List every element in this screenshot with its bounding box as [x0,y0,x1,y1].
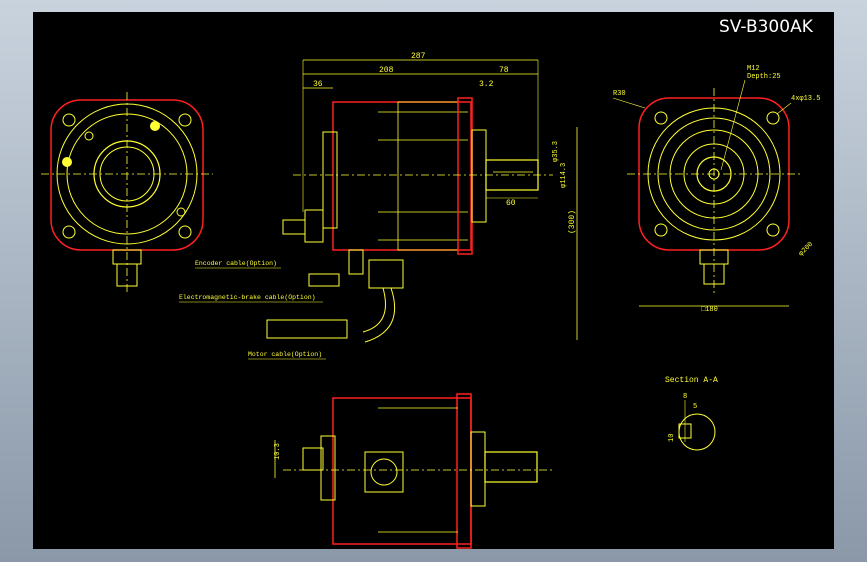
front-view: M12 Depth:25 R30 4xφ13.5 φ200 □180 [612,65,820,314]
plan-motor-connector [364,451,404,493]
rear-hole-tr [178,113,192,127]
rear-screw-2 [176,207,186,217]
dim-step: 3.2 [479,80,494,89]
plan-connector-face [370,458,398,486]
rear-view [41,92,213,294]
dim-body: 208 [379,66,394,75]
dim-corner-r: R30 [613,90,626,98]
section-dim-5: 5 [693,403,697,411]
plan-encoder-plug [302,447,324,471]
spigot [471,129,487,223]
dim-depth: Depth:25 [747,73,781,81]
leader-thread [720,79,746,171]
rear-hole-tl [62,113,76,127]
section-dim-8: 8 [683,393,687,401]
plan-view: 10.3 [274,393,553,549]
flange [457,97,473,255]
label-encoder-cable: Encoder cable(Option) [195,260,277,267]
dim-overall: 287 [411,52,426,61]
dim-holes: 4xφ13.5 [791,95,820,103]
cad-drawing: SV-B300AK 287 208 78 36 3.2 [41,17,820,549]
dim-spigot-dia: φ114.3 [560,163,568,188]
rear-terminal-2 [150,121,160,131]
side-view: 287 208 78 36 3.2 φ35.3 φ114.3 60 (300) [179,52,578,360]
dim-pcd: φ200 [797,241,815,259]
front-spigot-ring [657,117,771,231]
brake-cable [308,273,340,287]
plan-encoder-cover [320,435,336,501]
dim-shaft-dia: φ35.3 [552,141,560,162]
dim-keyway: 60 [506,199,516,208]
rear-terminal-1 [62,157,72,167]
section-dim-10: 10 [668,434,676,442]
rear-hole-br [178,225,192,239]
rear-hole-bl [62,225,76,239]
motor-cable [266,319,348,339]
dim-shaft: 78 [499,66,509,75]
motor-cable-elbow-outer [364,287,396,343]
dim-thread: M12 [747,65,760,73]
dim-key-w: 10.3 [274,443,282,460]
dim-height: (300) [568,210,577,234]
brake-connector [348,249,364,275]
dim-square: □180 [701,306,718,314]
front-hole-bl [654,223,668,237]
plan-body [332,397,472,545]
rear-screw-1 [84,131,94,141]
plan-spigot [470,431,486,507]
drawing-title: SV-B300AK [719,17,814,37]
motor-connector [368,259,404,289]
section-aa: Section A-A 8 5 10 [665,376,718,451]
encoder-plug-body [304,209,324,243]
section-title: Section A-A [665,376,718,385]
label-motor-cable: Motor cable(Option) [248,351,322,358]
encoder-plug [282,219,306,235]
leader-r [612,97,646,109]
plan-flange [456,393,472,549]
label-brake-cable: Electromagnetic-brake cable(Option) [179,294,316,301]
dim-flange: 36 [313,80,323,89]
section-circle [678,413,716,451]
leader-holes [776,102,792,115]
motor-cable-elbow [362,287,386,333]
encoder-cover [322,131,338,229]
plan-shaft [484,451,538,483]
front-hole-tr [766,111,780,125]
front-hole-br [766,223,780,237]
motor-body [332,101,472,251]
front-hole-tl [654,111,668,125]
stator-section [397,101,459,251]
drawing-canvas: SV-B300AK 287 208 78 36 3.2 [33,12,834,549]
